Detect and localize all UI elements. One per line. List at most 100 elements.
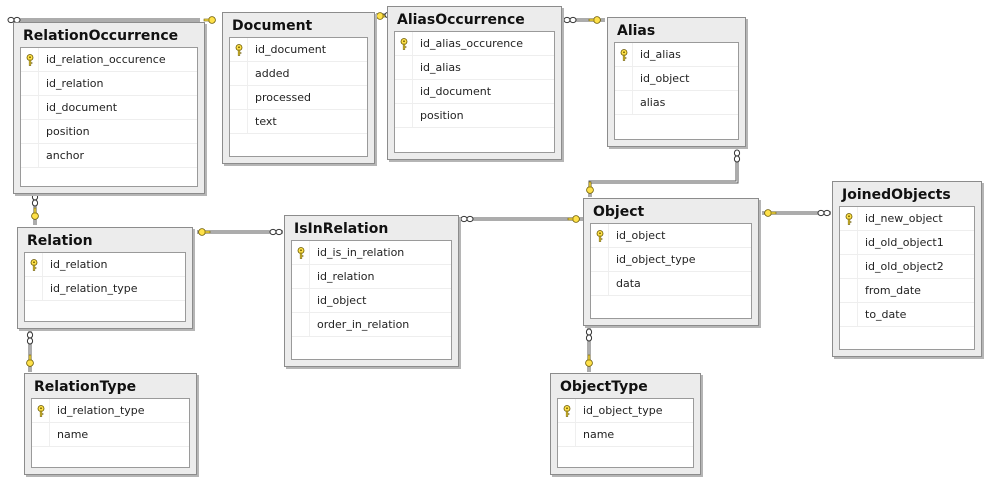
column-name: anchor	[46, 149, 84, 162]
column-row[interactable]: id_alias	[395, 56, 554, 80]
column-row[interactable]: id_document	[230, 38, 367, 62]
many-end-icon	[733, 149, 741, 157]
column-row[interactable]: position	[21, 120, 197, 144]
primary-key-icon	[26, 54, 34, 66]
column-name: alias	[640, 96, 666, 109]
primary-key-icon	[596, 230, 604, 242]
column-row[interactable]: name	[558, 423, 693, 447]
column-row[interactable]: order_in_relation	[292, 313, 451, 337]
column-name: id_alias_occurence	[420, 37, 523, 50]
column-row[interactable]: id_relation	[292, 265, 451, 289]
table-title: IsInRelation	[294, 221, 389, 237]
column-row[interactable]: id_document	[395, 80, 554, 104]
table-title: Object	[593, 204, 645, 220]
column-name: id_relation	[50, 258, 108, 271]
column-name: text	[255, 115, 277, 128]
column-name: id_object_type	[616, 253, 696, 266]
many-end-icon	[269, 228, 277, 236]
column-row[interactable]: id_relation	[25, 253, 185, 277]
table-title: RelationType	[34, 379, 137, 395]
one-end-key-icon	[203, 16, 216, 24]
column-row[interactable]: anchor	[21, 144, 197, 168]
column-row[interactable]: to_date	[840, 303, 974, 327]
column-name: order_in_relation	[317, 318, 410, 331]
primary-key-icon	[37, 405, 45, 417]
column-name: id_object_type	[583, 404, 663, 417]
column-name: id_object	[616, 229, 666, 242]
column-name: id_alias	[640, 48, 681, 61]
column-row[interactable]: id_object	[292, 289, 451, 313]
primary-key-icon	[400, 38, 408, 50]
column-row[interactable]: id_old_object1	[840, 231, 974, 255]
table-relation-occurrence[interactable]: RelationOccurrence id_relation_occurence…	[13, 22, 205, 194]
table-is-in-relation[interactable]: IsInRelation id_is_in_relation id_relatio…	[284, 215, 459, 367]
column-row[interactable]: from_date	[840, 279, 974, 303]
one-end-key-icon	[26, 354, 34, 367]
column-name: id_relation_type	[50, 282, 138, 295]
column-row[interactable]: position	[395, 104, 554, 128]
column-name: name	[583, 428, 615, 441]
column-name: id_relation	[317, 270, 375, 283]
column-name: id_object	[640, 72, 690, 85]
many-end-icon	[817, 209, 825, 217]
column-name: position	[46, 125, 90, 138]
many-end-icon	[563, 16, 571, 24]
many-end-icon	[31, 193, 39, 201]
column-row[interactable]: id_is_in_relation	[292, 241, 451, 265]
table-title: Relation	[27, 233, 93, 249]
column-row[interactable]: id_object_type	[558, 399, 693, 423]
column-name: data	[616, 277, 641, 290]
column-row[interactable]: added	[230, 62, 367, 86]
column-row[interactable]: processed	[230, 86, 367, 110]
many-end-icon	[460, 215, 468, 223]
one-end-key-icon	[588, 16, 601, 24]
column-row[interactable]: id_object	[591, 224, 751, 248]
column-list: id_relation id_relation_type	[24, 252, 186, 322]
one-end-key-icon	[764, 209, 777, 217]
column-row[interactable]: id_document	[21, 96, 197, 120]
one-end-key-icon	[585, 354, 593, 367]
column-name: processed	[255, 91, 312, 104]
column-row[interactable]: text	[230, 110, 367, 134]
table-title: JoinedObjects	[842, 187, 951, 203]
column-row[interactable]: id_new_object	[840, 207, 974, 231]
primary-key-icon	[620, 49, 628, 61]
column-row[interactable]: id_relation_type	[25, 277, 185, 301]
one-end-key-icon	[586, 181, 594, 194]
column-name: id_old_object2	[865, 260, 944, 273]
many-end-icon	[585, 328, 593, 336]
column-row[interactable]: alias	[615, 91, 738, 115]
relationship-line	[588, 150, 739, 197]
column-name: id_is_in_relation	[317, 246, 405, 259]
column-row[interactable]: id_object	[615, 67, 738, 91]
table-relation[interactable]: Relation id_relation id_relation_type	[17, 227, 193, 329]
primary-key-icon	[235, 44, 243, 56]
column-name: id_relation_type	[57, 404, 145, 417]
table-title: ObjectType	[560, 379, 648, 395]
column-row[interactable]: id_relation	[21, 72, 197, 96]
column-row[interactable]: id_alias_occurence	[395, 32, 554, 56]
primary-key-icon	[845, 213, 853, 225]
column-row[interactable]: id_alias	[615, 43, 738, 67]
column-row[interactable]: name	[32, 423, 189, 447]
column-row[interactable]: id_relation_occurence	[21, 48, 197, 72]
column-row[interactable]: id_old_object2	[840, 255, 974, 279]
column-name: id_relation_occurence	[46, 53, 166, 66]
column-row[interactable]: data	[591, 272, 751, 296]
column-row[interactable]: id_object_type	[591, 248, 751, 272]
one-end-key-icon	[198, 228, 211, 236]
column-row[interactable]: id_relation_type	[32, 399, 189, 423]
column-name: id_document	[46, 101, 118, 114]
